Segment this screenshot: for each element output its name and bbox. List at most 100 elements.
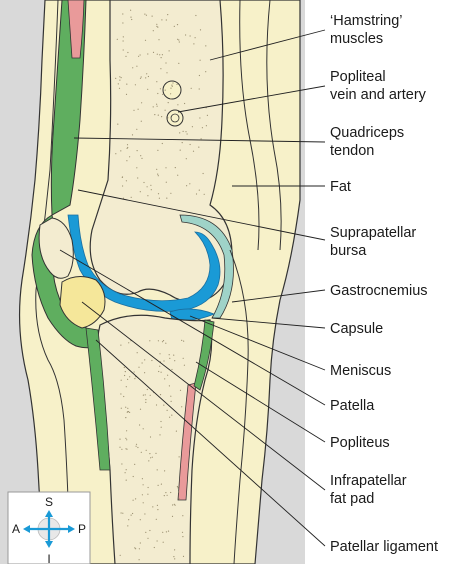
bone-stipple-dot xyxy=(126,94,127,95)
bone-stipple-dot xyxy=(176,84,177,85)
bone-stipple-dot xyxy=(164,495,165,496)
bone-stipple-dot xyxy=(126,469,127,470)
bone-stipple-dot xyxy=(178,63,179,64)
bone-stipple-dot xyxy=(189,183,190,184)
bone-stipple-dot xyxy=(186,158,187,159)
bone-stipple-dot xyxy=(146,15,147,16)
bone-stipple-dot xyxy=(124,375,125,376)
bone-stipple-dot xyxy=(119,76,120,77)
bone-stipple-dot xyxy=(202,127,203,128)
bone-stipple-dot xyxy=(184,103,185,104)
bone-stipple-dot xyxy=(137,150,138,151)
bone-stipple-dot xyxy=(143,182,144,183)
label-capsule: Capsule xyxy=(330,320,383,338)
bone-stipple-dot xyxy=(183,131,184,132)
bone-stipple-dot xyxy=(127,525,128,526)
bone-stipple-dot xyxy=(127,147,128,148)
bone-stipple-dot xyxy=(159,434,160,435)
bone-stipple-dot xyxy=(127,379,128,380)
label-meniscus: Meniscus xyxy=(330,362,391,380)
bone-stipple-dot xyxy=(142,362,143,363)
bone-stipple-dot xyxy=(158,193,159,194)
bone-stipple-dot xyxy=(166,72,167,73)
bone-stipple-dot xyxy=(144,359,145,360)
bone-stipple-dot xyxy=(171,415,172,416)
bone-stipple-dot xyxy=(141,76,142,77)
bone-stipple-dot xyxy=(151,189,152,190)
bone-stipple-dot xyxy=(122,513,123,514)
label-quadriceps-tendon: Quadriceps tendon xyxy=(330,124,404,160)
bone-stipple-dot xyxy=(121,463,122,464)
bone-stipple-dot xyxy=(146,450,147,451)
bone-stipple-dot xyxy=(125,472,126,473)
bone-stipple-dot xyxy=(150,395,151,396)
bone-stipple-dot xyxy=(170,492,171,493)
bone-stipple-dot xyxy=(166,182,167,183)
bone-stipple-dot xyxy=(165,110,166,111)
bone-stipple-dot xyxy=(123,49,124,50)
bone-stipple-dot xyxy=(127,408,128,409)
bone-stipple-dot xyxy=(199,190,200,191)
bone-stipple-dot xyxy=(124,367,125,368)
bone-stipple-dot xyxy=(143,484,144,485)
bone-stipple-dot xyxy=(173,355,174,356)
bone-stipple-dot xyxy=(196,193,197,194)
bone-stipple-dot xyxy=(173,556,174,557)
bone-stipple-dot xyxy=(182,536,183,537)
bone-stipple-dot xyxy=(163,405,164,406)
bone-stipple-dot xyxy=(174,558,175,559)
bone-stipple-dot xyxy=(193,43,194,44)
label-patella: Patella xyxy=(330,397,374,415)
bone-stipple-dot xyxy=(119,439,120,440)
bone-stipple-dot xyxy=(159,353,160,354)
bone-stipple-dot xyxy=(162,54,163,55)
bone-stipple-dot xyxy=(177,104,178,105)
bone-stipple-dot xyxy=(169,385,170,386)
bone-stipple-dot xyxy=(158,485,159,486)
bone-stipple-dot xyxy=(163,542,164,543)
bone-stipple-dot xyxy=(164,470,165,471)
bone-stipple-dot xyxy=(172,516,173,517)
bone-stipple-dot xyxy=(161,372,162,373)
bone-stipple-dot xyxy=(205,45,206,46)
bone-stipple-dot xyxy=(161,57,162,58)
bone-stipple-dot xyxy=(170,99,171,100)
bone-stipple-dot xyxy=(147,195,148,196)
bone-stipple-dot xyxy=(172,82,173,83)
bone-stipple-dot xyxy=(154,114,155,115)
bone-stipple-dot xyxy=(154,547,155,548)
orientation-compass: S A P I xyxy=(8,492,90,564)
label-popliteal-vein-artery: Popliteal vein and artery xyxy=(330,68,426,104)
bone-stipple-dot xyxy=(152,16,153,17)
bone-stipple-dot xyxy=(168,102,169,103)
bone-stipple-dot xyxy=(137,447,138,448)
bone-stipple-dot xyxy=(138,109,139,110)
bone-stipple-dot xyxy=(166,198,167,199)
bone-stipple-dot xyxy=(183,556,184,557)
bone-stipple-dot xyxy=(126,180,127,181)
bone-stipple-dot xyxy=(159,198,160,199)
bone-stipple-dot xyxy=(158,39,159,40)
bone-stipple-dot xyxy=(121,408,122,409)
bone-stipple-dot xyxy=(148,460,149,461)
bone-stipple-dot xyxy=(126,439,127,440)
bone-stipple-dot xyxy=(143,395,144,396)
bone-stipple-dot xyxy=(169,358,170,359)
bone-stipple-dot xyxy=(129,412,130,413)
bone-stipple-dot xyxy=(177,24,178,25)
bone-stipple-dot xyxy=(140,78,141,79)
bone-stipple-dot xyxy=(131,197,132,198)
bone-stipple-dot xyxy=(165,90,166,91)
bone-stipple-dot xyxy=(170,93,171,94)
bone-stipple-dot xyxy=(147,186,148,187)
bone-stipple-dot xyxy=(157,174,158,175)
bone-stipple-dot xyxy=(136,446,137,447)
bone-stipple-dot xyxy=(115,78,116,79)
bone-stipple-dot xyxy=(122,185,123,186)
bone-stipple-dot xyxy=(161,116,162,117)
bone-stipple-dot xyxy=(199,88,200,89)
bone-stipple-dot xyxy=(132,134,133,135)
bone-stipple-dot xyxy=(159,54,160,55)
bone-stipple-dot xyxy=(157,505,158,506)
bone-stipple-dot xyxy=(143,428,144,429)
